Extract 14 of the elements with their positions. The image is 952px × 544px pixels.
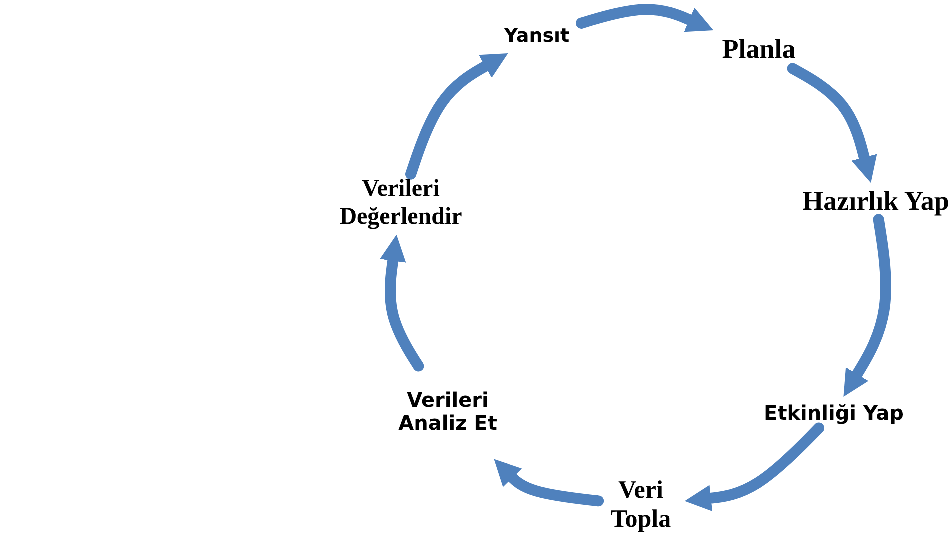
step-label: Verileri Değerlendir <box>338 176 464 232</box>
curved-arrow <box>844 215 892 397</box>
step-label: Veri Topla <box>610 477 672 535</box>
curved-arrow <box>788 64 878 184</box>
curved-arrow <box>577 4 714 32</box>
step-label: Planla <box>722 34 796 66</box>
step-label: Etkinliği Yap <box>764 402 904 424</box>
step-label: Yansıt <box>504 26 570 48</box>
curved-arrow <box>494 459 603 507</box>
curved-arrow <box>380 234 424 371</box>
curved-arrow <box>406 53 508 179</box>
step-label: Verileri Analiz Et <box>398 389 498 435</box>
curved-arrow <box>684 424 824 512</box>
step-label: Hazırlık Yap <box>802 186 950 218</box>
